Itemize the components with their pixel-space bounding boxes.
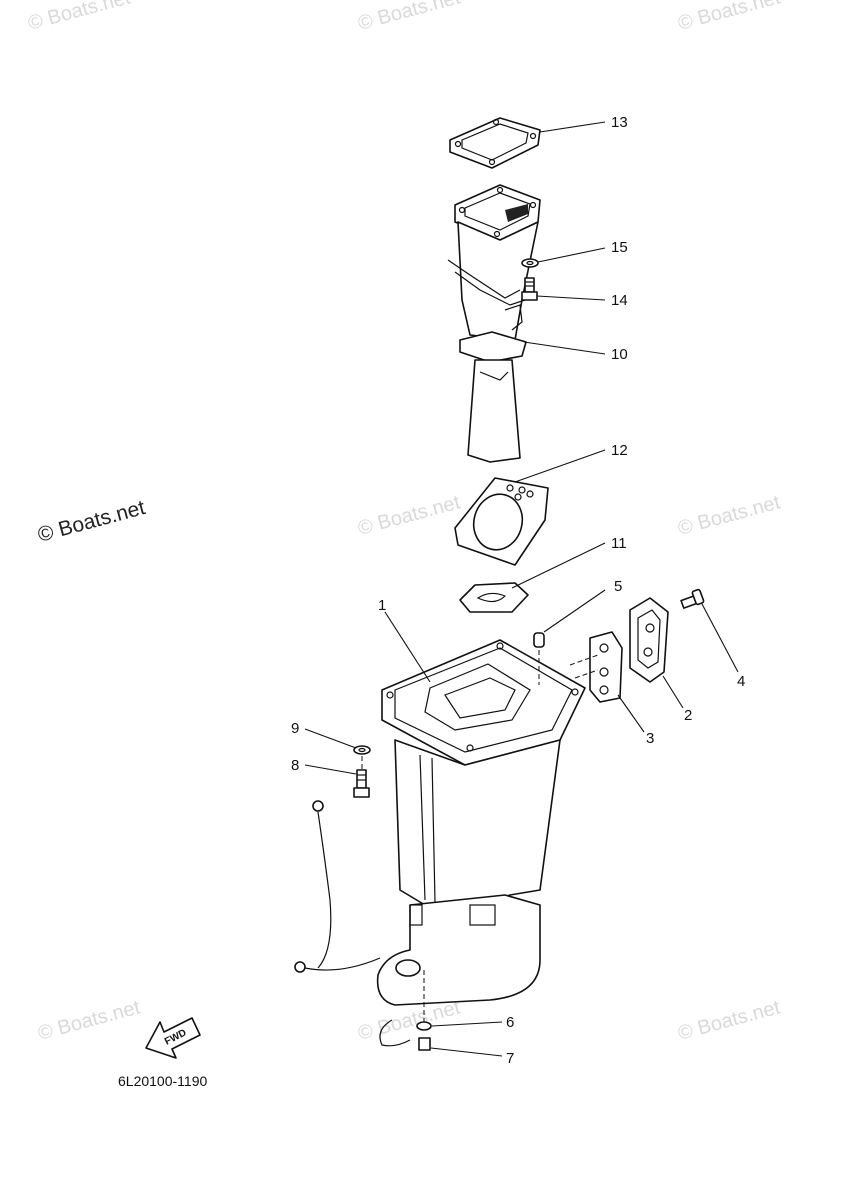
part-1-upper-casing [376,639,586,1006]
ground-lead-wire [294,800,411,1047]
part-9-washer [353,745,371,755]
watermark: © Boats.net [36,996,143,1044]
part-3-gasket [589,631,623,703]
part-11-gasket [459,582,529,613]
part-6-washer [416,1021,432,1031]
part-5-dowel-pin [533,632,545,648]
assembly-dashed-lines [361,650,599,1022]
callout-9: 9 [291,720,299,737]
part-8-bolt [353,769,370,798]
callout-12: 12 [611,442,628,459]
part-4-screw [680,588,705,609]
leader-lines [304,121,739,1057]
callout-3: 3 [646,730,654,747]
part-2-cover [629,597,669,683]
part-15-washer [521,258,539,268]
part-13-gasket [449,117,541,169]
part-7-bolt [418,1037,431,1051]
diagram-code: 6L20100-1190 [118,1073,207,1089]
callout-8: 8 [291,757,299,774]
watermark-large: © Boats.net [35,496,147,547]
watermark: © Boats.net [356,0,463,35]
callout-4: 4 [737,673,745,690]
callout-10: 10 [611,346,628,363]
watermark: © Boats.net [676,0,783,35]
part-14-bolt [521,277,538,301]
callout-1: 1 [378,597,386,614]
callout-numbers: 1 2 3 4 5 6 7 8 9 10 11 12 13 14 15 [291,114,745,1067]
watermark: © Boats.net [676,996,783,1044]
callout-14: 14 [611,292,628,309]
part-12-seal [454,477,549,566]
fwd-arrow-icon: FWD [145,1017,201,1059]
callout-11: 11 [611,535,627,552]
watermark: © Boats.net [676,491,783,539]
callout-6: 6 [506,1014,514,1031]
watermark: © Boats.net [356,491,463,539]
watermark: © Boats.net [26,0,133,35]
callout-15: 15 [611,239,628,256]
callout-7: 7 [506,1050,514,1067]
callout-13: 13 [611,114,628,131]
callout-2: 2 [684,707,692,724]
part-10-exhaust-guide [447,184,541,463]
callout-5: 5 [614,578,622,595]
